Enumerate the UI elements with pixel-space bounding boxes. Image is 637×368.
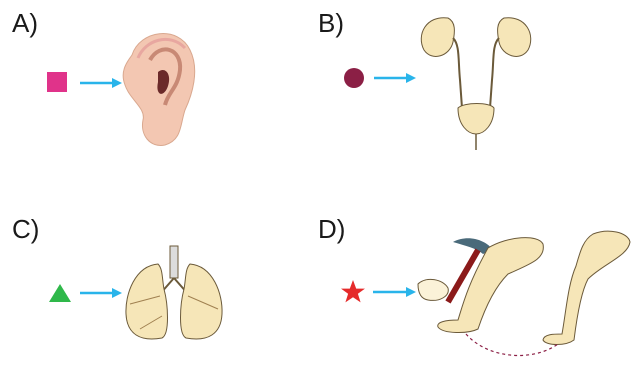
panel-a: A) — [0, 0, 318, 184]
ear-illustration — [123, 34, 195, 146]
lungs-illustration — [126, 246, 222, 339]
circle-symbol — [344, 68, 364, 88]
knee-reflex-illustration — [418, 231, 630, 355]
urinary-system-illustration — [421, 18, 530, 150]
arrow-icon — [373, 287, 416, 297]
arrow-icon — [80, 288, 122, 298]
star-symbol — [341, 280, 365, 302]
panel-b-figure — [318, 0, 636, 184]
panel-d-figure — [318, 184, 636, 368]
panel-a-figure — [0, 0, 318, 184]
arrow-icon — [374, 73, 416, 83]
panel-c: C) — [0, 184, 318, 368]
panel-b: B) — [318, 0, 636, 184]
square-symbol — [47, 72, 67, 92]
triangle-symbol — [49, 284, 71, 302]
arrow-icon — [80, 78, 122, 88]
panel-d: D) — [318, 184, 636, 368]
panel-c-figure — [0, 184, 318, 368]
